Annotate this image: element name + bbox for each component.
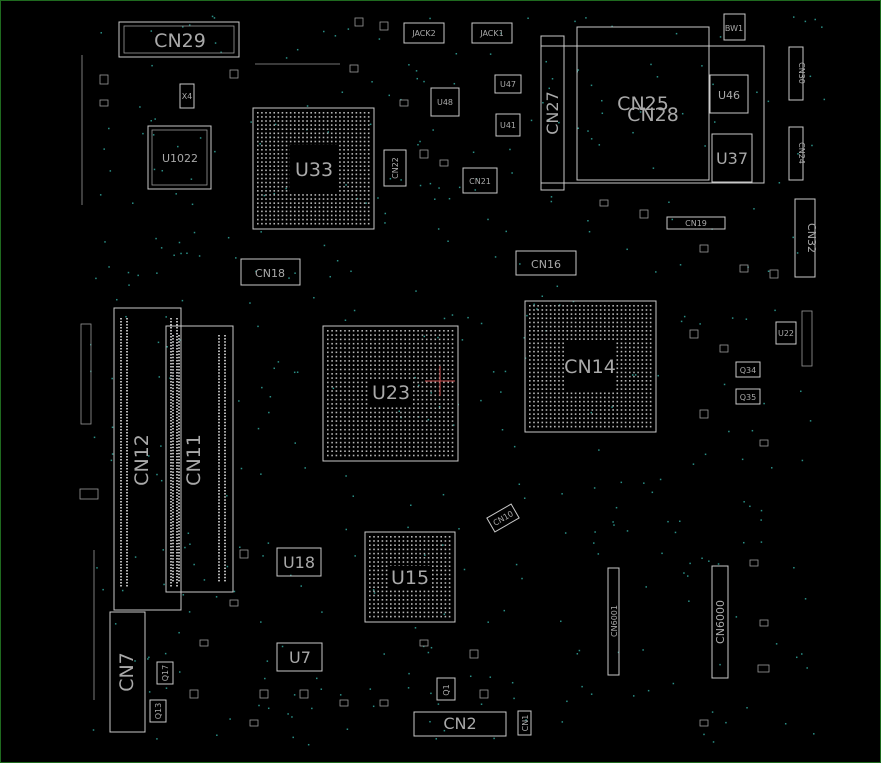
svg-text:Q17: Q17 (161, 665, 170, 681)
svg-text:CN14: CN14 (564, 356, 616, 378)
u46-chip[interactable]: U46 (709, 74, 749, 114)
cn27-connector[interactable]: CN27 (540, 35, 565, 191)
svg-text:CN24: CN24 (797, 142, 806, 164)
svg-text:CN21: CN21 (469, 177, 491, 186)
svg-text:Q34: Q34 (740, 366, 756, 375)
left-header (80, 323, 92, 425)
svg-text:CN11: CN11 (183, 434, 205, 486)
svg-text:X4: X4 (182, 92, 193, 101)
svg-text:U48: U48 (437, 98, 453, 107)
svg-text:CN30: CN30 (797, 62, 806, 84)
u23-ball-grid (327, 330, 454, 457)
cn25-connector[interactable]: CN25 (576, 26, 710, 181)
cn6000-connector[interactable]: CN6000 (711, 565, 729, 679)
u37-chip[interactable]: U37 (711, 133, 753, 183)
small-pad (79, 488, 99, 500)
svg-text:U46: U46 (718, 89, 740, 102)
cn7-connector[interactable]: CN7 (109, 611, 146, 733)
svg-text:Q35: Q35 (740, 393, 756, 402)
bw1-component[interactable]: BW1 (723, 13, 746, 41)
svg-text:CN6000: CN6000 (714, 600, 727, 644)
svg-text:CN32: CN32 (805, 223, 818, 253)
svg-text:U33: U33 (295, 159, 333, 181)
u15-bga[interactable]: U15 (364, 531, 456, 623)
svg-text:U47: U47 (500, 80, 516, 89)
cn12-memory-slot[interactable]: CN12 (113, 307, 182, 611)
q13-transistor[interactable]: Q13 (149, 699, 167, 723)
svg-text:CN6001: CN6001 (610, 605, 619, 637)
cn18-connector[interactable]: CN18 (240, 258, 301, 286)
svg-text:CN27: CN27 (543, 91, 562, 135)
cn16-connector[interactable]: CN16 (515, 250, 577, 276)
u48-chip[interactable]: U48 (430, 87, 460, 117)
cn28-connector[interactable]: CN28 (540, 45, 765, 184)
cn24-connector[interactable]: CN24 (788, 126, 806, 181)
svg-text:CN29: CN29 (154, 30, 206, 52)
svg-text:CN1: CN1 (521, 715, 530, 732)
cn21-connector[interactable]: CN21 (462, 167, 498, 194)
svg-text:CN16: CN16 (531, 258, 561, 271)
via-dots (90, 15, 826, 746)
u33-bga[interactable]: U33 (252, 107, 375, 230)
svg-text:Q1: Q1 (442, 684, 451, 695)
q17-transistor[interactable]: Q17 (156, 661, 174, 685)
cn2-connector[interactable]: CN2 (413, 711, 507, 737)
svg-text:CN7: CN7 (116, 652, 138, 692)
cn11-pins (172, 335, 226, 582)
svg-text:JACK1: JACK1 (479, 29, 503, 38)
right-header (801, 310, 813, 367)
svg-text:CN18: CN18 (255, 267, 285, 280)
cn10-connector[interactable]: CN10 (486, 503, 520, 533)
svg-text:U41: U41 (500, 121, 516, 130)
u18-chip[interactable]: U18 (276, 547, 322, 577)
svg-text:Q13: Q13 (154, 703, 163, 719)
svg-text:U1022: U1022 (162, 152, 198, 165)
q1-transistor[interactable]: Q1 (436, 677, 456, 701)
svg-text:CN25: CN25 (617, 93, 669, 115)
u47-chip[interactable]: U47 (494, 74, 522, 94)
cn22-connector[interactable]: CN22 (383, 149, 407, 187)
cn29-connector[interactable]: CN29 (118, 21, 240, 58)
u7-chip[interactable]: U7 (276, 642, 323, 672)
cn30-connector[interactable]: CN30 (788, 46, 806, 101)
svg-text:U23: U23 (372, 382, 410, 404)
u22-chip[interactable]: U22 (775, 321, 797, 345)
cn1-connector[interactable]: CN1 (517, 710, 532, 736)
cn32-connector[interactable]: CN32 (794, 198, 818, 278)
svg-text:BW1: BW1 (725, 24, 743, 33)
svg-text:U37: U37 (716, 149, 748, 168)
q35-transistor[interactable]: Q35 (735, 388, 761, 405)
svg-text:U15: U15 (391, 567, 429, 589)
svg-text:CN28: CN28 (627, 104, 679, 126)
x4-crystal[interactable]: X4 (179, 83, 195, 109)
u23-bga[interactable]: U23 (322, 325, 459, 462)
svg-text:CN19: CN19 (685, 219, 707, 228)
cn19-connector[interactable]: CN19 (666, 216, 726, 230)
jack1-connector[interactable]: JACK1 (471, 22, 513, 44)
cn6001-connector[interactable]: CN6001 (607, 567, 620, 676)
cn12-pins (120, 318, 178, 587)
u41-chip[interactable]: U41 (495, 113, 521, 137)
svg-text:U22: U22 (778, 329, 794, 338)
q34-transistor[interactable]: Q34 (735, 361, 761, 378)
svg-text:CN2: CN2 (443, 714, 476, 733)
svg-text:CN10: CN10 (492, 509, 515, 528)
svg-text:U7: U7 (289, 648, 311, 667)
cn11-memory-slot[interactable]: CN11 (165, 325, 234, 593)
small-components (99, 17, 779, 727)
jack2-connector[interactable]: JACK2 (403, 22, 445, 44)
svg-text:U18: U18 (283, 553, 315, 572)
svg-text:JACK2: JACK2 (411, 29, 435, 38)
u1022-chip[interactable]: U1022 (147, 125, 212, 190)
svg-text:CN22: CN22 (391, 157, 400, 179)
svg-text:CN12: CN12 (131, 434, 153, 486)
cn14-bga[interactable]: CN14 (524, 300, 657, 433)
